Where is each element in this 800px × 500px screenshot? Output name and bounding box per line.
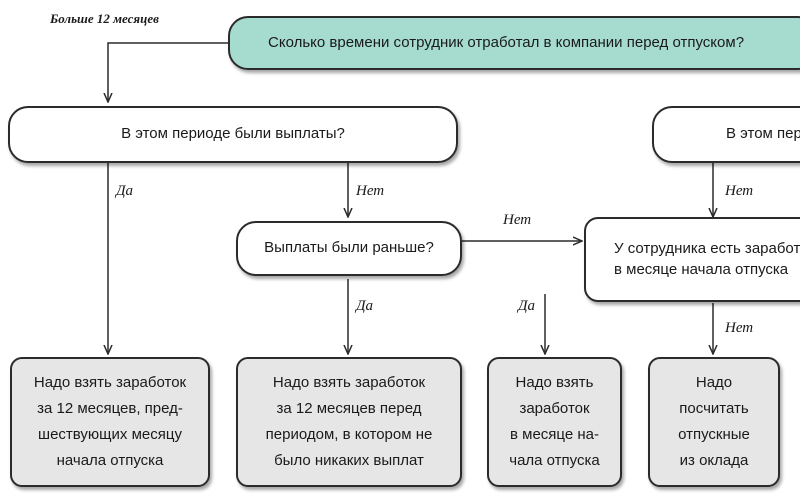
question-earnings-in-month-text: У сотрудника есть заработо в месяце нача… xyxy=(614,240,800,278)
question-payments-in-period-right-text: В этом перио xyxy=(726,125,800,143)
label-yes-2: Да xyxy=(356,298,374,314)
arrow-top-to-question-1 xyxy=(108,42,232,102)
label-no-3: Нет xyxy=(725,183,754,199)
question-top: Сколько времени сотрудник отработал в ко… xyxy=(228,16,800,70)
result-12-months-before-no-payments-text: Надо взять заработок за 12 месяцев перед… xyxy=(265,373,433,470)
result-earnings-in-month: Надо взять заработок в месяце на- чала о… xyxy=(487,357,622,487)
question-payments-in-period-right: В этом перио xyxy=(652,106,800,163)
label-yes-1: Да xyxy=(116,183,134,199)
label-no-1: Нет xyxy=(356,183,385,199)
result-12-months-before-no-payments: Надо взять заработок за 12 месяцев перед… xyxy=(236,357,462,487)
label-yes-3: Да xyxy=(518,298,536,314)
question-payments-in-period-text: В этом периоде были выплаты? xyxy=(121,125,345,143)
result-calculate-from-salary: Надо посчитать отпускные из оклада xyxy=(648,357,780,487)
result-12-months-before: Надо взять заработок за 12 месяцев, пред… xyxy=(10,357,210,487)
result-12-months-before-text: Надо взять заработок за 12 месяцев, пред… xyxy=(33,373,187,470)
question-earnings-in-month: У сотрудника есть заработо в месяце нача… xyxy=(584,217,800,302)
label-no-2: Нет xyxy=(503,212,532,228)
result-calculate-from-salary-text: Надо посчитать отпускные из оклада xyxy=(678,373,750,470)
question-payments-earlier: Выплаты были раньше? xyxy=(236,221,462,276)
label-no-4: Нет xyxy=(725,320,754,336)
question-payments-in-period: В этом периоде были выплаты? xyxy=(8,106,458,163)
question-payments-earlier-text: Выплаты были раньше? xyxy=(264,239,434,257)
label-more-than-12: Больше 12 месяцев xyxy=(50,11,159,26)
result-earnings-in-month-text: Надо взять заработок в месяце на- чала о… xyxy=(509,373,600,470)
question-top-text: Сколько времени сотрудник отработал в ко… xyxy=(268,33,745,51)
